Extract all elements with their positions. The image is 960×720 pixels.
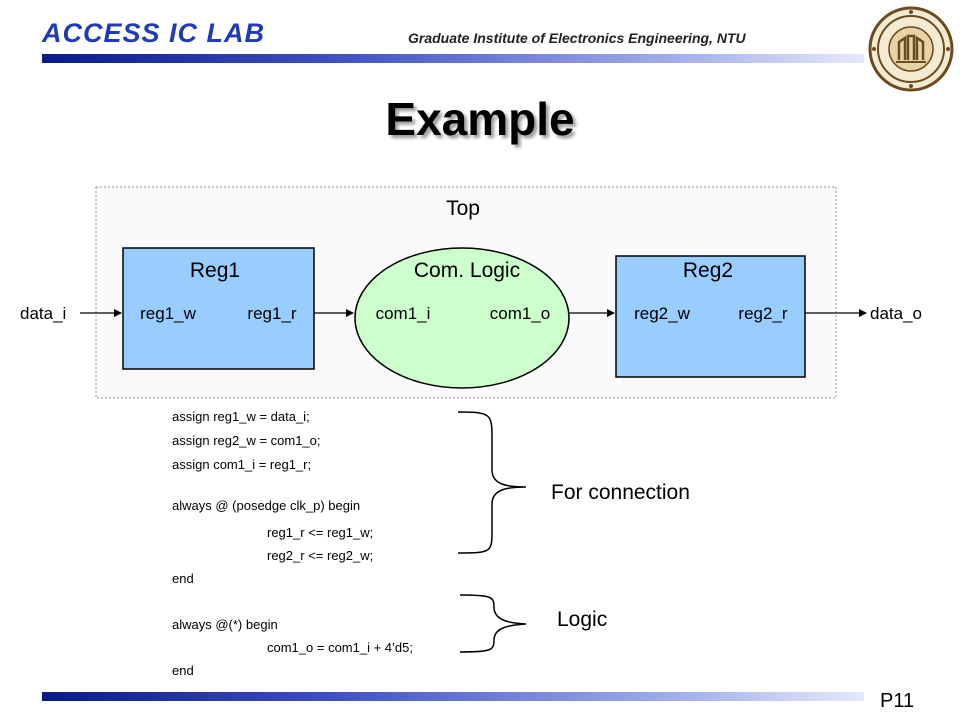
footer-gradient-bar <box>42 692 864 701</box>
code-line: assign reg1_w = data_i; <box>172 409 310 424</box>
reg2-w-port: reg2_w <box>634 304 690 323</box>
reg1-w-port: reg1_w <box>140 304 196 323</box>
code-line: reg1_r <= reg1_w; <box>267 525 374 540</box>
code-line: com1_o = com1_i + 4’d5; <box>267 640 413 655</box>
connection-brace <box>457 411 527 554</box>
reg1-block <box>122 247 315 370</box>
reg2-block <box>615 255 806 378</box>
logic-label: Logic <box>557 608 608 631</box>
com-logic-title: Com. Logic <box>414 259 520 282</box>
reg1-r-port: reg1_r <box>247 304 296 323</box>
code-line: end <box>172 663 194 678</box>
data-o-label: data_o <box>870 304 922 323</box>
com-logic-block <box>354 247 570 389</box>
reg1-title: Reg1 <box>190 259 240 282</box>
data-i-label: data_i <box>20 304 66 323</box>
top-label: Top <box>446 197 480 220</box>
com1-o-port: com1_o <box>490 304 550 323</box>
code-line: assign com1_i = reg1_r; <box>172 457 312 472</box>
institute-name: Graduate Institute of Electronics Engine… <box>408 30 746 46</box>
page-title: Example <box>385 93 575 145</box>
page-number: P11 <box>880 690 915 712</box>
reg2-title: Reg2 <box>683 259 733 282</box>
lab-title: ACCESS IC LAB <box>42 18 266 48</box>
code-line: always @(*) begin <box>172 617 278 632</box>
reg2-r-port: reg2_r <box>738 304 787 323</box>
code-line: end <box>172 571 194 586</box>
code-line: assign reg2_w = com1_o; <box>172 433 321 448</box>
logic-brace <box>459 594 527 653</box>
code-line: reg2_r <= reg2_w; <box>267 548 374 563</box>
code-line: always @ (posedge clk_p) begin <box>172 498 361 513</box>
ntu-seal-icon <box>868 6 954 92</box>
header-gradient-bar <box>42 54 864 63</box>
com1-i-port: com1_i <box>376 304 431 323</box>
for-connection-label: For connection <box>551 481 690 504</box>
